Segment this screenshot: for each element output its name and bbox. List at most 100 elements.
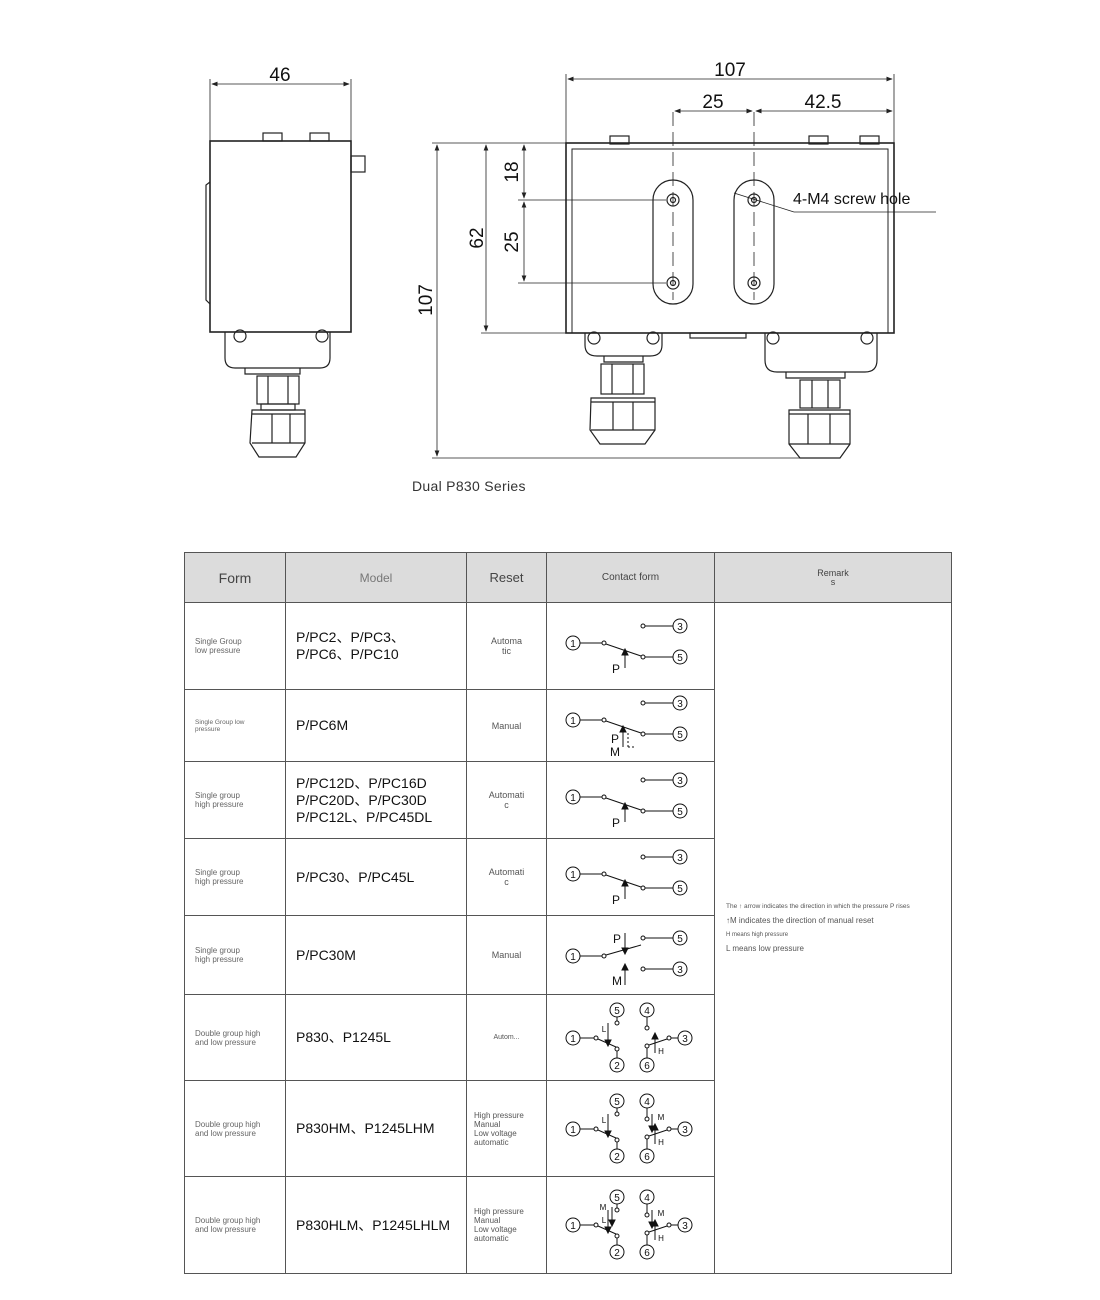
form-line: Double group high bbox=[195, 1028, 261, 1038]
label-p: P bbox=[611, 662, 619, 676]
reset-line: High pressure bbox=[474, 1207, 524, 1216]
form-line: Single Group low bbox=[195, 718, 245, 726]
header-contact-form: Contact form bbox=[546, 552, 715, 603]
remarks-list: The ↑ arrow indicates the direction in w… bbox=[726, 903, 936, 959]
technical-drawing: 46 107 25 42.5 18 25 62 107 4-M4 screw h… bbox=[205, 60, 936, 459]
reset-line: Automati bbox=[488, 790, 525, 800]
cell-remarks: The ↑ arrow indicates the direction in w… bbox=[714, 602, 952, 1274]
reset-line: Automati bbox=[488, 867, 525, 877]
cell-model: P/PC30M bbox=[285, 915, 467, 995]
form-line: Single group bbox=[195, 946, 240, 955]
reset-line: automatic bbox=[474, 1137, 509, 1147]
header-reset: Reset bbox=[466, 552, 547, 603]
reset-line: Low voltage bbox=[474, 1128, 517, 1138]
dim-hole-offset: 42.5 bbox=[805, 92, 842, 113]
cell-model: P/PC6M bbox=[285, 689, 467, 762]
terminal-1: 1 bbox=[570, 1034, 576, 1045]
label-p: P bbox=[612, 932, 620, 946]
terminal-5: 5 bbox=[677, 730, 683, 741]
terminal-3: 3 bbox=[677, 965, 683, 976]
dim-slot-spacing: 25 bbox=[502, 231, 523, 252]
label-m: M bbox=[657, 1209, 664, 1218]
cell-reset: Autom... bbox=[466, 994, 547, 1081]
cell-contact: 1 5 3 P M bbox=[546, 915, 715, 995]
terminal-1: 1 bbox=[570, 1125, 576, 1136]
form-line: Single group bbox=[195, 791, 240, 800]
form-line: high pressure bbox=[195, 955, 244, 964]
form-line: Single group bbox=[195, 868, 240, 877]
label-l: L bbox=[601, 1216, 606, 1225]
reset-line: Automa bbox=[490, 636, 523, 646]
terminal-2: 2 bbox=[614, 1152, 620, 1163]
label-l: L bbox=[601, 1116, 606, 1125]
header-form: Form bbox=[184, 552, 286, 603]
dim-hole-spacing: 25 bbox=[702, 92, 723, 113]
terminal-3: 3 bbox=[682, 1034, 688, 1045]
header-model: Model bbox=[285, 552, 467, 603]
remark-manual-reset: ↑M indicates the direction of manual res… bbox=[726, 916, 874, 925]
model-line: P/PC12D、P/PC16D bbox=[296, 774, 427, 791]
reset-line: High pressure bbox=[474, 1110, 524, 1120]
form-line: Double group high bbox=[195, 1216, 261, 1225]
cell-model: P830、P1245L bbox=[285, 994, 467, 1081]
remark-low-pressure: L means low pressure bbox=[726, 944, 804, 953]
remark-pressure-arrow: The ↑ arrow indicates the direction in w… bbox=[726, 903, 910, 910]
cell-reset: Manual bbox=[466, 915, 547, 995]
terminal-5: 5 bbox=[677, 934, 683, 945]
terminal-3: 3 bbox=[677, 776, 683, 787]
dim-height-107: 107 bbox=[416, 284, 437, 316]
model-line: P830、P1245L bbox=[296, 1029, 391, 1045]
model-line: P/PC6、P/PC10 bbox=[296, 646, 399, 662]
model-line: P/PC6M bbox=[296, 717, 349, 733]
contact-diagram-dual-hm: 1 5 2 4 6 3 L M H bbox=[565, 1093, 692, 1163]
reset-line: Low voltage bbox=[474, 1225, 517, 1234]
terminal-5: 5 bbox=[677, 653, 683, 664]
terminal-5: 5 bbox=[614, 1193, 620, 1204]
reset-line: c bbox=[504, 877, 509, 887]
model-line: P/PC20D、P/PC30D bbox=[296, 791, 427, 808]
contact-diagram-dual: 1 5 2 4 6 3 L H bbox=[565, 1002, 692, 1072]
reset-line: Autom... bbox=[493, 1033, 520, 1041]
reset-line: Manual bbox=[474, 1119, 501, 1129]
dim-side-width: 46 bbox=[269, 65, 290, 86]
label-m: M bbox=[599, 1203, 606, 1212]
label-m: M bbox=[612, 974, 622, 987]
terminal-1: 1 bbox=[570, 639, 576, 650]
cell-contact: 1 5 2 4 6 3 L M H bbox=[546, 1080, 715, 1177]
form-line: Double group high bbox=[195, 1119, 261, 1129]
form-line: and low pressure bbox=[195, 1037, 256, 1047]
label-p: P bbox=[610, 732, 618, 746]
terminal-3: 3 bbox=[677, 622, 683, 633]
front-view bbox=[565, 112, 936, 459]
reset-line: Manual bbox=[474, 1216, 501, 1225]
terminal-5: 5 bbox=[614, 1097, 620, 1108]
form-line: and low pressure bbox=[195, 1225, 256, 1234]
terminal-1: 1 bbox=[570, 870, 576, 881]
cell-model: P/PC2、P/PC3、P/PC6、P/PC10 bbox=[285, 602, 467, 690]
terminal-1: 1 bbox=[570, 716, 576, 727]
terminal-6: 6 bbox=[644, 1061, 650, 1072]
terminal-5: 5 bbox=[677, 807, 683, 818]
dim-top-offset: 18 bbox=[502, 161, 523, 182]
reset-line: tic bbox=[502, 646, 511, 656]
cell-contact: 1 5 2 4 6 3 L H bbox=[546, 994, 715, 1081]
cell-contact: 1 3 5 P bbox=[546, 761, 715, 839]
terminal-4: 4 bbox=[644, 1097, 650, 1108]
terminal-3: 3 bbox=[677, 853, 683, 864]
cell-reset: Manual bbox=[466, 689, 547, 762]
form-line: Single Group bbox=[195, 637, 242, 646]
terminal-1: 1 bbox=[570, 1221, 576, 1232]
screw-hole-label: 4-M4 screw hole bbox=[793, 191, 910, 208]
